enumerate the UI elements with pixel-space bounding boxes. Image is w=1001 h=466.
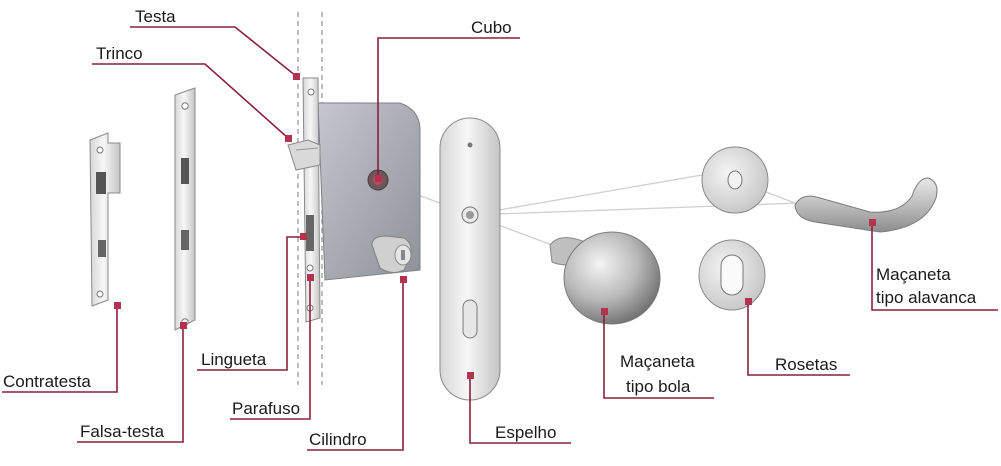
label-macaneta-bola-line1: Maçaneta — [620, 352, 695, 371]
leader-falsa-testa — [77, 326, 184, 443]
label-cubo: Cubo — [471, 18, 512, 37]
label-testa: Testa — [135, 7, 176, 26]
label-macaneta-bola-line2: tipo bola — [626, 377, 691, 396]
marker-macaneta-bola — [601, 308, 608, 315]
macaneta-bola-knob — [549, 231, 661, 325]
label-falsa-testa: Falsa-testa — [80, 422, 165, 441]
testa-plate — [302, 77, 321, 323]
marker-lingueta — [300, 233, 307, 240]
label-parafuso: Parafuso — [232, 399, 300, 418]
label-contratesta: Contratesta — [3, 372, 91, 391]
leader-lines — [2, 26, 998, 451]
leader-rosetas — [747, 302, 850, 376]
falsa-testa-plate — [174, 87, 196, 331]
leader-contratesta — [2, 306, 118, 393]
marker-testa — [293, 73, 300, 80]
marker-rosetas — [745, 298, 752, 305]
label-lingueta: Lingueta — [201, 350, 267, 369]
label-trinco: Trinco — [96, 44, 143, 63]
marker-trinco — [285, 135, 292, 142]
marker-parafuso — [307, 274, 314, 281]
leader-parafuso — [230, 278, 311, 420]
leader-macaneta-alavanca — [871, 223, 998, 311]
marker-espelho — [467, 372, 474, 379]
marker-cilindro — [400, 276, 407, 283]
leader-espelho — [469, 376, 571, 444]
marker-contratesta — [114, 302, 121, 309]
label-macaneta-alavanca-line2: tipo alavanca — [876, 288, 977, 307]
cilindro — [371, 235, 412, 274]
marker-cubo — [375, 175, 382, 182]
trinco-latch — [287, 139, 321, 171]
contratesta-plate — [89, 132, 121, 307]
label-cilindro: Cilindro — [309, 430, 367, 449]
label-rosetas: Rosetas — [775, 355, 837, 374]
leader-lingueta — [197, 236, 303, 371]
leader-cubo — [377, 37, 520, 178]
leader-testa — [130, 26, 297, 77]
marker-macaneta-alavanca — [869, 219, 876, 226]
label-macaneta-alavanca-line1: Maçaneta — [876, 265, 951, 284]
leader-trinco — [92, 63, 289, 139]
roseta-top — [701, 146, 769, 214]
leader-cilindro — [307, 280, 404, 451]
leader-macaneta-bola — [603, 312, 714, 399]
espelho-plate — [439, 117, 501, 401]
roseta-bottom — [698, 239, 766, 311]
macaneta-alavanca-lever — [794, 177, 938, 233]
label-espelho: Espelho — [495, 423, 556, 442]
marker-falsa-testa — [180, 322, 187, 329]
target-markers — [114, 73, 876, 379]
